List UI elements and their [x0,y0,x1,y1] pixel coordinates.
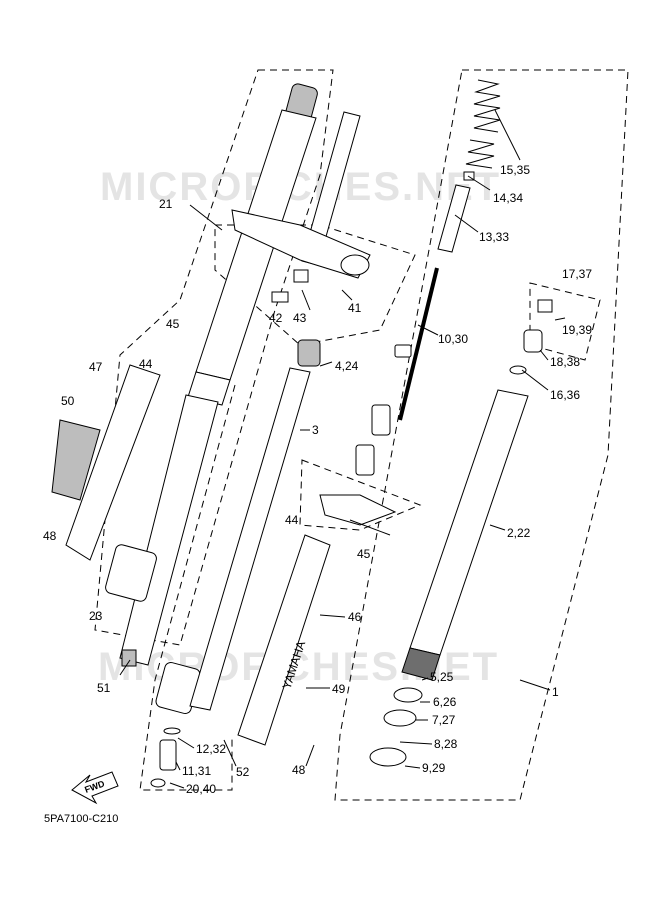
callout: 9,29 [422,761,446,775]
callout: 45 [166,317,180,331]
callout: 48 [43,529,57,543]
bolt-42 [271,291,289,303]
callout: 51 [97,681,111,695]
callout: 50 [61,394,75,408]
spring-seat [463,171,475,181]
dust-seal-9 [369,747,407,767]
right-fork-assembly [369,389,529,767]
callout-labels: 15,35 14,34 13,33 17,37 19,39 18,38 16,3… [43,163,592,796]
washer-12 [163,727,181,735]
callout: 5,25 [430,670,454,684]
plate-50 [51,419,101,501]
callout: 7,27 [432,713,456,727]
group-outline-cap [529,282,601,361]
callout: 45 [357,547,371,561]
callout: 18,38 [550,355,580,369]
rod-collar [394,344,412,358]
cap-20 [150,778,166,788]
callout: 8,28 [434,737,458,751]
boot-11 [159,739,177,771]
cap-assembly [509,299,553,375]
callout: 10,30 [438,332,468,346]
group-outline-right-leg [334,69,629,801]
fwd-arrow-icon: FWD [71,771,119,805]
under-bracket [231,209,371,279]
tube-3 [189,367,311,711]
damper-rod [398,267,439,421]
rod-piece-lower [355,444,375,476]
group-outline-crown [214,224,416,346]
spring-upper [473,79,501,133]
spring-lower [465,139,495,169]
clip-43 [293,269,309,283]
callout: 14,34 [493,191,523,205]
o-ring-16 [509,365,527,375]
lower-hardware [121,649,181,788]
left-axle-bracket [105,544,157,602]
callout: 4,24 [335,359,359,373]
callout: 11,31 [182,764,211,778]
leader-lines [119,109,566,789]
adjuster-18 [523,329,543,353]
guard-46 [237,534,331,746]
left-clamp-ring [187,371,231,406]
bolt-19 [537,299,553,313]
part-51 [121,649,137,667]
callout: 1 [552,685,559,699]
callout: 43 [293,311,307,325]
callout: 44 [139,357,153,371]
right-outer-tube [409,389,529,656]
callout: 20,40 [186,782,216,796]
callout: 2,22 [507,526,531,540]
callout: 6,26 [433,695,457,709]
callout: 17,37 [562,267,592,281]
right-oil-seal [401,647,441,681]
callout: 23 [89,609,103,623]
callout: 3 [312,423,319,437]
spring-assembly [437,79,501,253]
steering-crown-assembly [231,111,371,303]
group-outline-guard [299,459,422,531]
callout: 52 [236,765,250,779]
callout: 42 [269,311,283,325]
callout: 44 [285,513,299,527]
guard-clamp-44 [319,494,397,526]
callout: 41 [348,301,362,315]
watermark-top: MICROFICHES.NET [100,165,501,209]
collar-4 [297,339,321,367]
guard-assembly: YAMAHA [51,364,397,746]
callout: 15,35 [500,163,530,177]
callout: 16,36 [550,388,580,402]
callout: 13,33 [479,230,509,244]
callout: 48 [292,763,306,777]
stem-clamp [340,254,370,276]
rod-piece-upper [371,404,391,436]
callout: 49 [332,682,346,696]
callout: 21 [159,197,173,211]
callout: 46 [348,610,362,624]
bushing-7 [383,709,417,727]
callout: 19,39 [562,323,592,337]
spacer-13 [437,184,471,253]
callout: 12,32 [196,742,226,756]
group-outline-left-leg [94,69,334,646]
callout: 47 [89,360,103,374]
centre-tube-assembly [189,339,321,711]
diagram-code: 5PA7100-C210 [44,813,118,825]
damper-rod-assembly [355,267,439,476]
guard-47 [65,364,161,561]
bushing-5 [393,687,423,703]
